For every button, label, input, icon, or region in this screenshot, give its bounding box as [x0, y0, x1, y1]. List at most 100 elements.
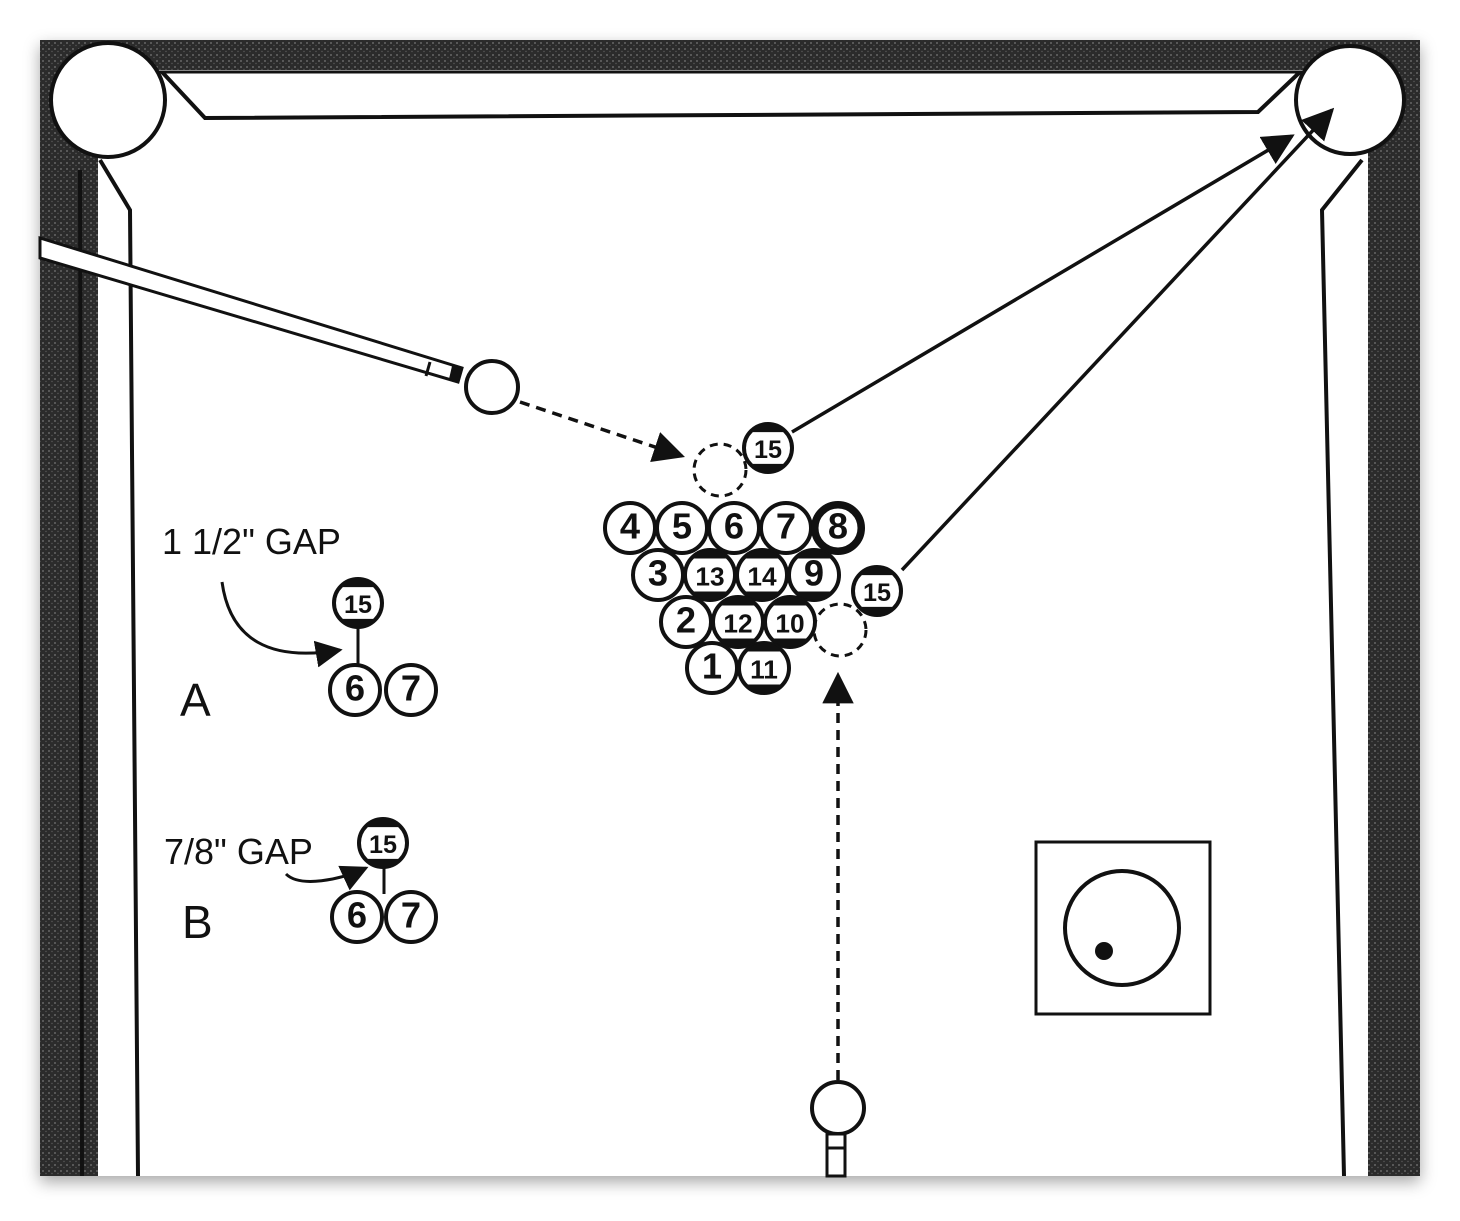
ball-9: 9: [787, 548, 841, 602]
left-rail: [40, 40, 98, 1176]
cue-stick-bottom: [825, 1132, 847, 1178]
ghost-ball-lower: [812, 602, 868, 658]
ball-outline: [332, 577, 384, 629]
gap-label-b: 7/8" GAP: [164, 831, 313, 872]
stripe-bottom: [743, 591, 781, 600]
ball-number: 7: [401, 895, 421, 936]
ball-1: 1: [685, 641, 739, 695]
ball-number: 15: [863, 579, 891, 607]
stripe-top: [719, 597, 757, 606]
fifteen-path-upper: [791, 134, 1295, 434]
stripe-top: [795, 550, 833, 559]
ball-number: 13: [695, 562, 724, 592]
tip-indicator-ball: [1063, 869, 1181, 987]
stripe-bottom: [745, 684, 783, 693]
stripe-bottom: [719, 638, 757, 647]
ball-6: 6: [330, 890, 384, 944]
ball-3: 3: [631, 548, 685, 602]
gap-label-a: 1 1/2" GAP: [162, 521, 341, 562]
ball-number: 15: [754, 436, 782, 464]
ball-number: 7: [401, 668, 421, 709]
stripe-top: [771, 597, 809, 606]
stripe-top: [743, 550, 781, 559]
ball-number: 3: [648, 553, 668, 594]
ball-number: 10: [775, 609, 804, 639]
ball-number: 8: [828, 506, 848, 547]
ball-outline: [763, 595, 817, 649]
stripe-bottom: [859, 606, 895, 615]
right-rail: [1368, 40, 1420, 1176]
ball-outline: [742, 422, 794, 474]
ball-number: 5: [672, 506, 692, 547]
ball-outline: [737, 641, 791, 695]
ball-outline: [384, 890, 438, 944]
ball-number: 12: [723, 609, 752, 639]
ball-outline: [328, 663, 382, 717]
stripe-top: [340, 579, 376, 588]
ball-15: 15: [357, 817, 409, 869]
ball-6: 6: [707, 501, 761, 555]
stripe-bottom: [691, 591, 729, 600]
stripe-top: [691, 550, 729, 559]
corner-pocket-left: [49, 41, 167, 159]
ball-13: 13: [683, 548, 737, 602]
ball-15: 15: [332, 577, 384, 629]
top-rail: [40, 40, 1420, 70]
cue-ball-lower: [810, 1080, 866, 1136]
stripe-bottom: [750, 463, 786, 472]
stripe-top: [745, 643, 783, 652]
ball-5: 5: [655, 501, 709, 555]
cue-tip-indicator: [1034, 840, 1212, 1016]
ball-7: 7: [384, 663, 438, 717]
ball-7: 7: [759, 501, 813, 555]
cue-stick-left: [38, 235, 464, 384]
gap-arrow-b: [284, 865, 369, 891]
ball-number: 7: [776, 506, 796, 547]
stripe-top: [859, 567, 895, 576]
ball-outline: [787, 548, 841, 602]
ball-number: 6: [345, 668, 365, 709]
ball-number: 2: [676, 600, 696, 641]
ball-number: 15: [344, 591, 372, 619]
table-rails: [40, 40, 1420, 1176]
cushion-lines: [78, 70, 1368, 1177]
ball-outline: [384, 663, 438, 717]
ball-11: 11: [737, 641, 791, 695]
ball-number: 11: [750, 655, 778, 685]
stripe-bottom: [795, 591, 833, 600]
ball-number: 6: [724, 506, 744, 547]
ghost-ball-upper: [692, 442, 748, 498]
ball-6: 6: [328, 663, 382, 717]
tip-contact-dot: [1095, 942, 1113, 960]
ball-number: 1: [702, 646, 722, 687]
ball-number: 4: [620, 506, 640, 547]
ball-number: 6: [347, 895, 367, 936]
stripe-top: [365, 819, 401, 828]
ball-2: 2: [659, 595, 713, 649]
ball-15: 15: [851, 565, 903, 617]
ball-4: 4: [603, 501, 657, 555]
cue-ball-upper: [464, 359, 520, 415]
ball-12: 12: [711, 595, 765, 649]
ball-number: 14: [747, 562, 777, 592]
ball-10: 10: [763, 595, 817, 649]
fifteen-path-lower: [900, 107, 1335, 572]
ball-number: 9: [804, 553, 824, 594]
ball-7: 7: [384, 890, 438, 944]
ball-outline: [851, 565, 903, 617]
ball-outline: [357, 817, 409, 869]
stripe-top: [750, 424, 786, 433]
stripe-bottom: [771, 638, 809, 647]
ball-outline: [330, 890, 384, 944]
gap-arrow-a: [220, 581, 343, 668]
stripe-bottom: [365, 858, 401, 867]
diagram-label-a: A: [180, 674, 211, 726]
cue-ball-path-upper: [519, 400, 685, 462]
corner-pocket-right: [1294, 44, 1406, 156]
ball-14: 14: [735, 548, 789, 602]
